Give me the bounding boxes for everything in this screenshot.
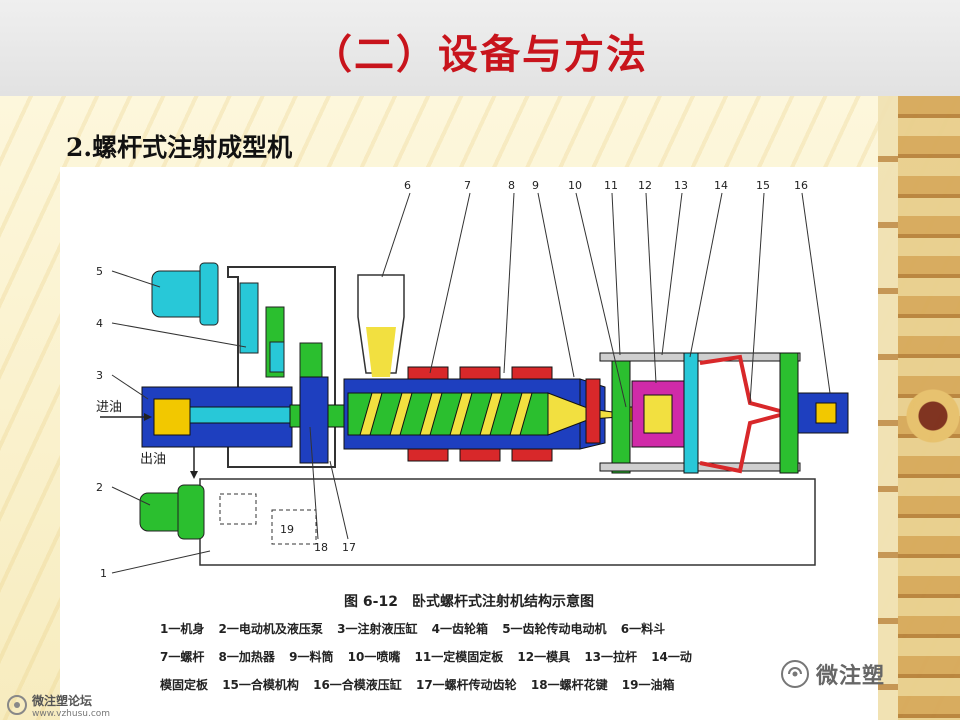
mold-cavity — [643, 394, 673, 434]
hopper-material — [366, 327, 396, 377]
fixed-platen — [611, 352, 631, 474]
svg-text:18: 18 — [314, 541, 328, 554]
heater-bands — [407, 366, 601, 462]
legend-item: 10一喷嘴 — [347, 650, 401, 664]
legend-item: 6一料斗 — [620, 622, 666, 636]
gear-motor-end — [199, 262, 219, 326]
svg-text:10: 10 — [568, 179, 582, 192]
watermark-text: 微注塑 — [816, 664, 886, 689]
machine-base — [199, 478, 816, 566]
gear-4 — [269, 341, 285, 373]
svg-text:8: 8 — [508, 179, 515, 192]
svg-text:12: 12 — [638, 179, 652, 192]
legend-item: 15一合模机构 — [222, 678, 299, 692]
svg-text:16: 16 — [794, 179, 808, 192]
tie-bar-top — [599, 352, 801, 362]
legend-item: 14一动 — [651, 650, 692, 664]
legend-item: 5一齿轮传动电动机 — [502, 622, 607, 636]
svg-text:17: 17 — [342, 541, 356, 554]
watermark-right: 微注塑 — [780, 654, 885, 694]
svg-text:15: 15 — [756, 179, 770, 192]
legend-item: 19一油箱 — [621, 678, 675, 692]
wechat-icon — [781, 660, 809, 688]
pump-box — [219, 493, 257, 525]
section-subtitle: 2.螺杆式注射成型机 — [66, 133, 293, 162]
svg-text:2: 2 — [96, 481, 103, 494]
legend-item: 11一定模固定板 — [414, 650, 504, 664]
rear-platen — [779, 352, 799, 474]
svg-text:4: 4 — [96, 317, 103, 330]
injection-piston — [153, 398, 191, 436]
moving-platen — [683, 352, 699, 474]
legend-item: 3一注射液压缸 — [337, 622, 418, 636]
svg-text:7: 7 — [464, 179, 471, 192]
figure-legend: 1一机身 2一电动机及液压泵 3一注射液压缸 4一齿轮箱 5一齿轮传动电动机 6… — [160, 615, 860, 699]
svg-text:5: 5 — [96, 265, 103, 278]
figure-caption: 图 6-12 卧式螺杆式注射机结构示意图 — [344, 594, 594, 610]
watermark-left: 微注塑论坛 www.vzhusu.com — [6, 690, 110, 719]
legend-item: 9一料筒 — [289, 650, 334, 664]
header-band: （二）设备与方法 — [0, 0, 960, 97]
svg-text:9: 9 — [532, 179, 539, 192]
diagram-numbers: 5 4 3 2 1 6 7 8 9 10 11 12 13 14 15 16 1… — [96, 179, 808, 580]
legend-item: 12一模具 — [517, 650, 571, 664]
oil-out-label: 出油 — [140, 452, 166, 467]
slide-title: （二）设备与方法 — [312, 32, 648, 78]
injection-machine-diagram: 5 4 3 2 1 6 7 8 9 10 11 12 13 14 15 16 1… — [96, 179, 849, 580]
forum-url: www.vzhusu.com — [32, 709, 111, 719]
svg-text:11: 11 — [604, 179, 618, 192]
screw-flights — [359, 392, 533, 436]
svg-text:14: 14 — [714, 179, 728, 192]
legend-item: 7一螺杆 — [160, 650, 205, 664]
forum-name: 微注塑论坛 — [32, 694, 93, 708]
legend-item: 13一拉杆 — [584, 650, 638, 664]
machine-figure: 5 4 3 2 1 6 7 8 9 10 11 12 13 14 15 16 1… — [60, 167, 878, 720]
toggle-mechanism — [699, 354, 781, 474]
oil-tank — [271, 509, 317, 545]
leader-lines — [111, 192, 831, 574]
svg-text:1: 1 — [100, 567, 107, 580]
decorative-building-image — [878, 96, 960, 720]
svg-text:6: 6 — [404, 179, 411, 192]
gear-1 — [239, 282, 259, 354]
svg-text:13: 13 — [674, 179, 688, 192]
svg-text:19: 19 — [280, 523, 294, 536]
legend-item: 16一合模液压缸 — [313, 678, 402, 692]
screw-gear — [299, 376, 329, 464]
svg-text:3: 3 — [96, 369, 103, 382]
legend-item: 17一螺杆传动齿轮 — [415, 678, 517, 692]
pump-motor-end — [177, 484, 205, 540]
oil-in-label: 进油 — [96, 400, 122, 415]
legend-item: 18一螺杆花键 — [530, 678, 608, 692]
forum-logo-icon — [7, 694, 27, 715]
clamp-piston — [815, 402, 837, 424]
legend-item: 1一机身 — [160, 622, 205, 636]
legend-item: 8一加热器 — [218, 650, 275, 664]
legend-item: 4一齿轮箱 — [431, 622, 488, 636]
legend-item: 2一电动机及液压泵 — [218, 622, 323, 636]
legend-item: 模固定板 — [160, 678, 209, 692]
